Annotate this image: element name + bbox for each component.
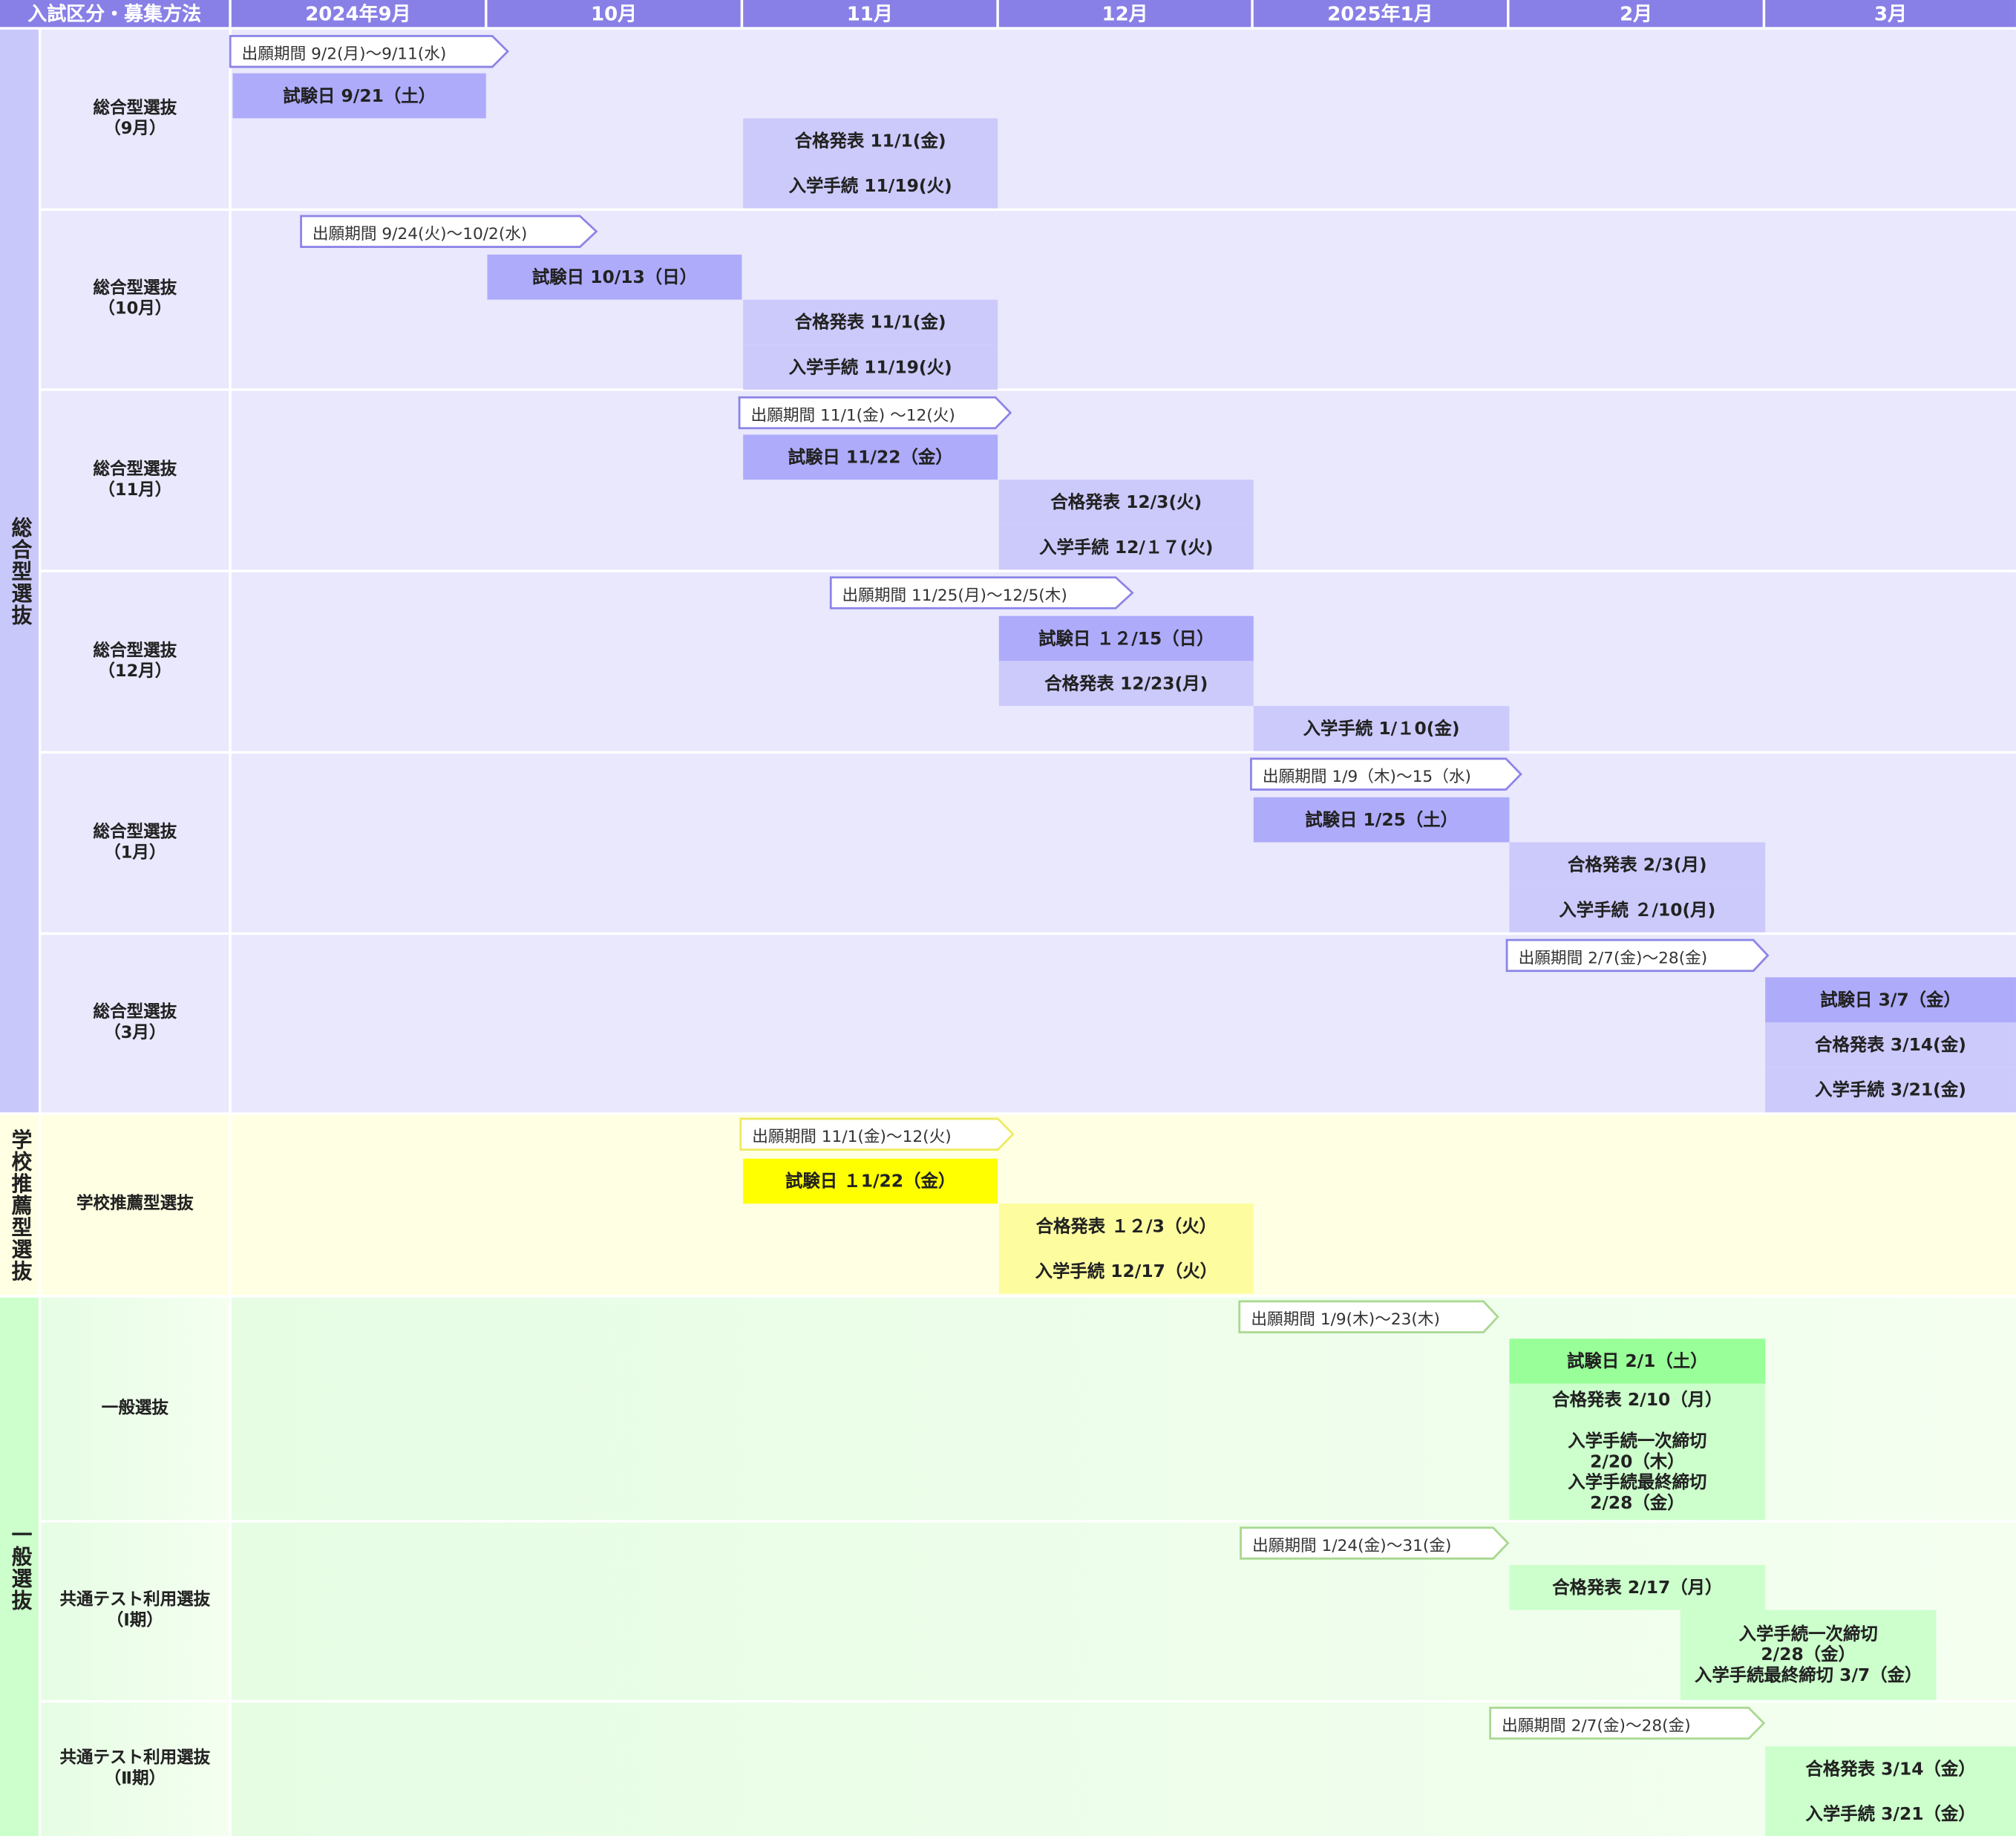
category-sogo: 総合型選抜 (0, 29, 39, 1113)
arrow-shape-icon (1489, 1706, 1765, 1739)
arrow-shape-icon (1238, 1300, 1499, 1333)
application-period-text: 出願期間 11/25(月)～12/5(木) (842, 584, 1067, 604)
result-enrollment-date: 入学手続 3/21（金） (1765, 1791, 2016, 1836)
application-period-arrow: 出願期間 2/7(金)～28(金) (1505, 938, 1769, 972)
result-enrollment-date: 合格発表 12/3(火) (998, 480, 1254, 525)
category-school: 学校推薦型選抜 (0, 1114, 39, 1296)
application-period-text: 出願期間 1/9（木)～15（水) (1262, 765, 1471, 785)
row-label: 共通テスト利用選抜 （Ⅰ期） (41, 1522, 229, 1700)
result-enrollment-date: 合格発表 2/17（月） (1509, 1564, 1766, 1610)
row-label: 学校推薦型選抜 (41, 1114, 229, 1296)
arrow-shape-icon (829, 576, 1134, 610)
exam-date: 試験日 1/25（土） (1253, 797, 1510, 843)
row-band (231, 29, 2016, 209)
application-period-text: 出願期間 1/9(木)～23(木) (1251, 1308, 1440, 1328)
result-enrollment-date: 合格発表 11/1(金) (743, 299, 998, 345)
application-period-arrow: 出願期間 2/7(金)～28(金) (1489, 1706, 1765, 1739)
application-period-text: 出願期間 2/7(金)～28(金) (1518, 947, 1708, 967)
header-month: 2024年9月 (231, 0, 485, 27)
exam-date: 試験日 2/1（土） (1509, 1339, 1766, 1384)
result-enrollment-date: 合格発表 3/14(金) (1765, 1022, 2016, 1068)
exam-date: 試験日 3/7（金） (1765, 977, 2016, 1023)
application-period-arrow: 出願期間 11/1(金)～12(火) (739, 1117, 1015, 1151)
row-label: 総合型選抜 （1月） (41, 754, 229, 932)
arrow-shape-icon (1240, 1526, 1510, 1560)
result-enrollment-date: 入学手続一次締切 2/28（金） 入学手続最終締切 3/7（金） (1680, 1610, 1937, 1700)
result-enrollment-date: 合格発表 １２/3（火） (998, 1203, 1254, 1249)
application-period-text: 出願期間 11/1(金) ～12(火) (750, 404, 955, 424)
result-enrollment-date: 入学手続 12/17（火） (998, 1248, 1254, 1294)
header-month: 2025年1月 (1253, 0, 1508, 27)
exam-date: 試験日 １1/22（金） (743, 1158, 998, 1204)
row-label: 総合型選抜 （3月） (41, 935, 229, 1113)
header-month: 2月 (1509, 0, 1763, 27)
result-enrollment-date: 合格発表 2/10（月） 入学手続一次締切 2/20（木） 入学手続最終締切 2… (1509, 1383, 1766, 1520)
arrow-shape-icon (738, 396, 1012, 429)
application-period-arrow: 出願期間 1/9(木)～23(木) (1238, 1300, 1499, 1333)
result-enrollment-date: 合格発表 3/14（金） (1765, 1746, 2016, 1791)
application-period-arrow: 出願期間 11/1(金) ～12(火) (738, 396, 1012, 429)
exam-date: 試験日 9/21（土） (232, 73, 486, 119)
arrow-shape-icon (1505, 938, 1769, 972)
row-label: 一般選抜 (41, 1297, 229, 1520)
application-period-arrow: 出願期間 9/24(火)～10/2(水) (300, 215, 598, 248)
result-enrollment-date: 入学手続 11/19(火) (743, 344, 998, 390)
application-period-arrow: 出願期間 1/9（木)～15（水) (1250, 757, 1522, 791)
application-period-arrow: 出願期間 1/24(金)～31(金) (1240, 1526, 1510, 1560)
exam-date: 試験日 10/13（日） (487, 254, 742, 300)
row-label: 共通テスト利用選抜 （Ⅱ期） (41, 1702, 229, 1836)
result-enrollment-date: 合格発表 2/3(月) (1509, 842, 1766, 888)
exam-date: 試験日 １２/15（日） (998, 615, 1254, 661)
arrow-shape-icon (1250, 757, 1522, 791)
header-corner: 入試区分・募集方法 (0, 0, 229, 27)
arrow-shape-icon (300, 215, 598, 248)
application-period-text: 出願期間 1/24(金)～31(金) (1252, 1535, 1452, 1555)
row-label: 総合型選抜 （10月） (41, 211, 229, 389)
header-month: 12月 (998, 0, 1251, 27)
arrow-shape-icon (739, 1117, 1015, 1151)
row-label: 総合型選抜 （12月） (41, 572, 229, 751)
application-period-text: 出願期間 9/24(火)～10/2(水) (312, 223, 528, 243)
header-month: 10月 (487, 0, 741, 27)
application-period-arrow: 出願期間 9/2(月)～9/11(水) (229, 35, 509, 68)
arrow-shape-icon (229, 35, 509, 68)
application-period-arrow: 出願期間 11/25(月)～12/5(木) (829, 576, 1134, 610)
application-period-text: 出願期間 9/2(月)～9/11(水) (241, 43, 447, 63)
header-month: 11月 (743, 0, 997, 27)
category-general: 一般選抜 (0, 1297, 39, 1836)
result-enrollment-date: 入学手続 1/１0(金) (1253, 705, 1510, 751)
exam-date: 試験日 11/22（金） (743, 434, 998, 480)
header-month: 3月 (1765, 0, 2016, 27)
result-enrollment-date: 入学手続 3/21(金) (1765, 1067, 2016, 1113)
result-enrollment-date: 合格発表 11/1(金) (743, 118, 998, 163)
row-label: 総合型選抜 （9月） (41, 29, 229, 209)
result-enrollment-date: 入学手続 11/19(火) (743, 163, 998, 209)
application-period-text: 出願期間 2/7(金)～28(金) (1502, 1714, 1691, 1734)
result-enrollment-date: 合格発表 12/23(月) (998, 661, 1254, 706)
result-enrollment-date: 入学手続 ２/10(月) (1509, 887, 1766, 932)
application-period-text: 出願期間 11/1(金)～12(火) (752, 1126, 952, 1146)
row-label: 総合型選抜 （11月） (41, 391, 229, 570)
result-enrollment-date: 入学手続 12/１７(火) (998, 524, 1254, 570)
